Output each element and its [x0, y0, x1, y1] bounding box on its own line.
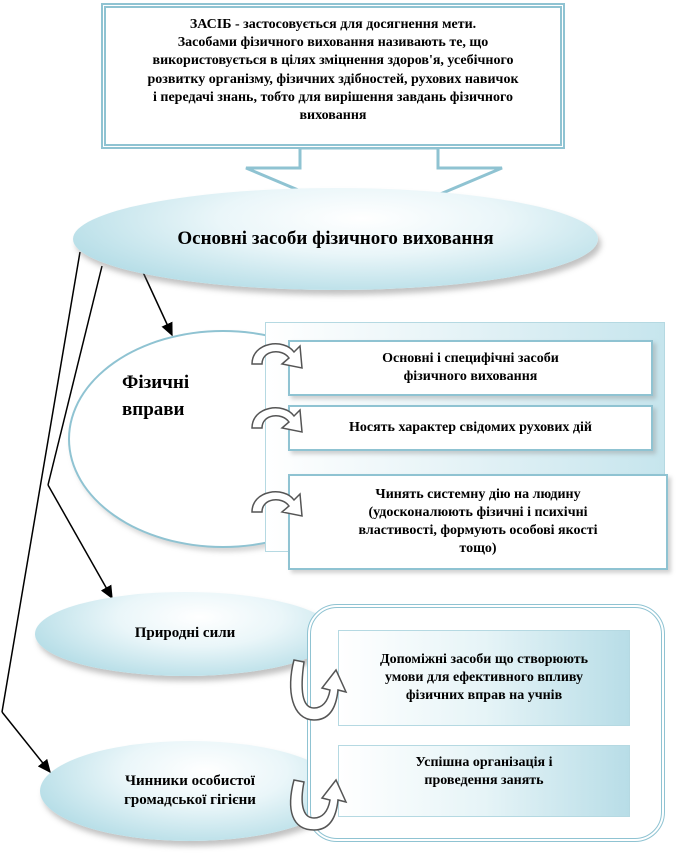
hygiene-label-line: Чинники особистої — [125, 772, 255, 789]
definition-line: виховання — [299, 107, 367, 123]
definition-line: Засобами фізичного виховання називають т… — [177, 35, 489, 51]
item-text: Носять характер свідомих рухових дій — [349, 419, 592, 435]
item-text: фізичних вправ на учнів — [405, 688, 563, 704]
item-text: Допоміжні засоби що створюють — [379, 651, 589, 667]
connector-to-physical — [141, 269, 173, 337]
curved-arrow-icon — [251, 343, 303, 369]
curved-arrow-icon — [251, 491, 303, 517]
connector-to-natural — [47, 265, 103, 486]
curved-arrow-icon — [289, 659, 348, 721]
item-text: Успішна організація і — [415, 755, 553, 770]
connector-to-hygiene-2 — [1, 711, 51, 774]
physical-item-main-means: Основні і специфічні засоби фізичного ви… — [288, 340, 653, 396]
physical-label-line: Фізичні — [122, 372, 190, 393]
curved-arrow-icon — [251, 407, 303, 433]
definition-line: використовується в цілях зміцнення здоро… — [152, 53, 514, 69]
physical-item-conscious-actions: Носять характер свідомих рухових дій — [288, 405, 653, 451]
item-text: Основні і специфічні засоби — [382, 350, 559, 366]
definition-line: розвитку організму, фізичних здібностей,… — [147, 71, 519, 87]
physical-label-line: вправи — [122, 398, 185, 420]
auxiliary-item-organization: Успішна організація і проведення занять — [338, 745, 630, 817]
definition-line: і передачі знань, тобто для вирішення за… — [152, 89, 514, 105]
definition-line: ЗАСІБ - застосовується для досягнення ме… — [189, 17, 477, 32]
item-text: (удосконалюють фізичні і психічні — [368, 504, 588, 520]
natural-forces-label: Природні сили — [134, 625, 236, 642]
physical-item-system-effect: Чинять системну дію на людину (удосконал… — [288, 474, 668, 570]
physical-exercises-label: Фізичні вправи — [122, 370, 242, 423]
curved-arrow-icon — [289, 778, 348, 831]
curved-arrows-physical — [251, 343, 303, 517]
item-text: фізичного виховання — [403, 369, 538, 384]
hygiene-label-line: громадської гігієни — [124, 792, 256, 808]
main-means-title: Основні засоби фізичного виховання — [177, 227, 494, 249]
item-text: властивості, формують особові якості — [358, 523, 598, 538]
curved-arrows-auxiliary — [289, 659, 348, 831]
item-text: умови для ефективного впливу — [384, 669, 584, 685]
item-text: проведення занять — [424, 773, 544, 789]
natural-forces-ellipse: Природні сили — [35, 592, 335, 676]
main-means-ellipse: Основні засоби фізичного виховання — [73, 188, 598, 290]
item-text: Чинять системну дію на людину — [375, 486, 581, 502]
definition-box: ЗАСІБ - застосовується для досягнення ме… — [101, 3, 565, 149]
connector-to-natural-2 — [47, 484, 113, 600]
item-text: тощо) — [459, 541, 497, 557]
connector-to-hygiene — [1, 251, 81, 713]
auxiliary-item-conditions: Допоміжні засоби що створюють умови для … — [338, 630, 630, 726]
hygiene-factors-ellipse: Чинники особистої громадської гігієни — [40, 741, 340, 841]
